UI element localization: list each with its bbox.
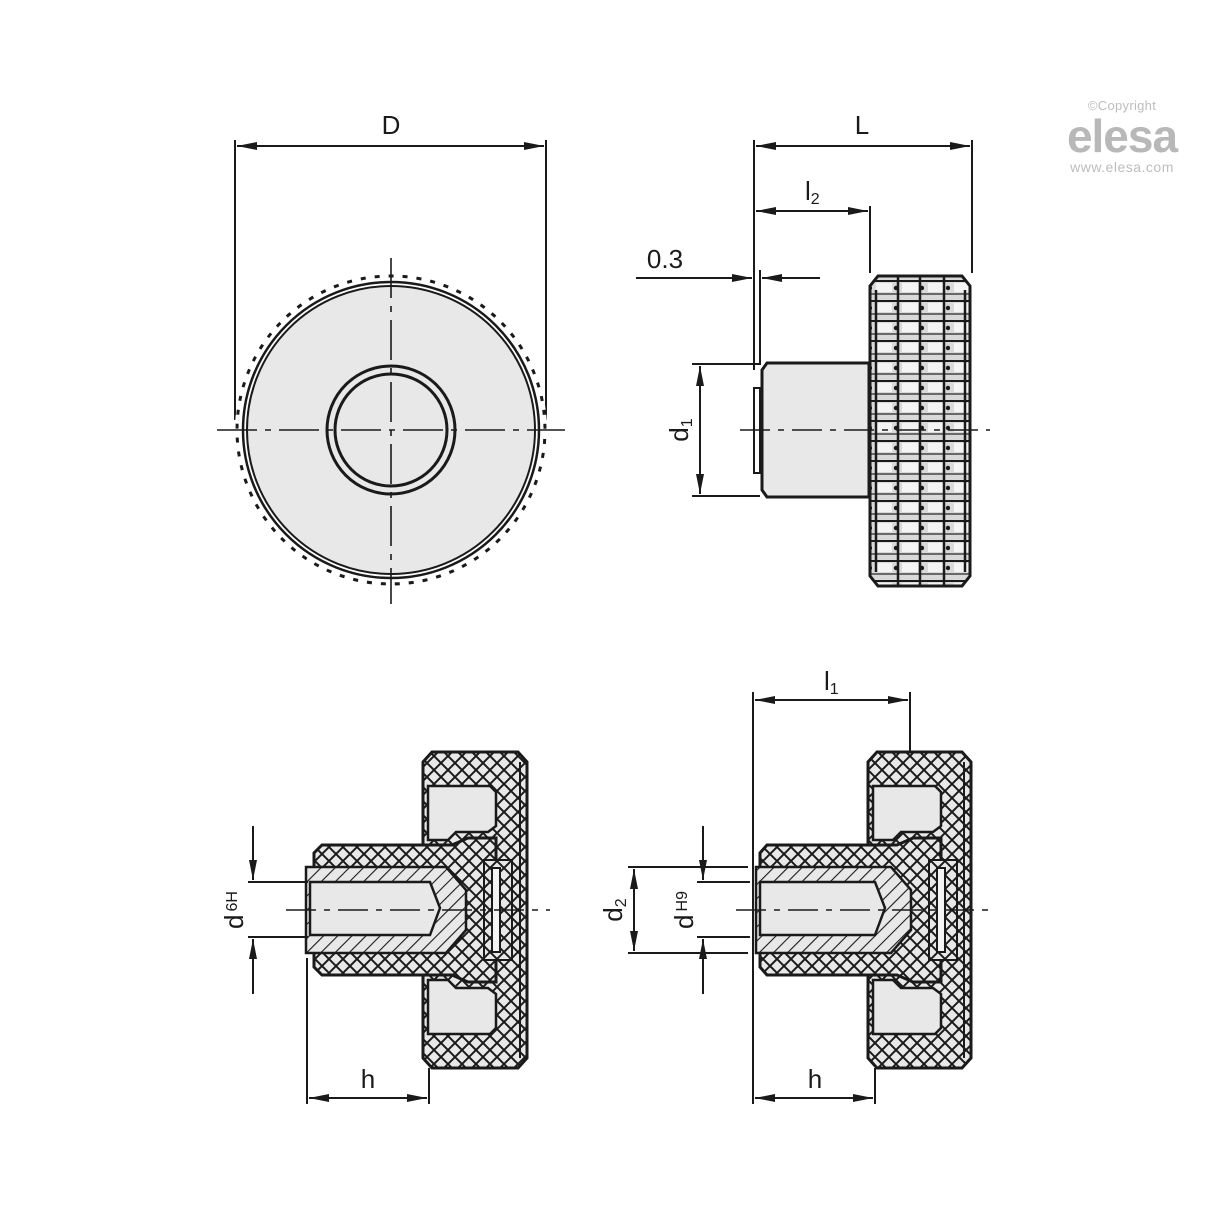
dimension-label-h-threaded: h xyxy=(361,1064,375,1094)
dimension-d1 xyxy=(692,363,760,497)
brand-url: www.elesa.com xyxy=(1070,159,1174,175)
dimension-label-d1: d1 xyxy=(664,418,696,441)
knurl-grooves xyxy=(874,276,967,586)
dimension-d-6H xyxy=(248,826,308,994)
dimension-D xyxy=(234,140,547,420)
dimension-h-plain xyxy=(755,1068,876,1104)
side-view: L l2 0.3 d1 xyxy=(636,110,990,588)
dimension-label-l1: l1 xyxy=(824,666,839,698)
section-threaded-bore xyxy=(308,880,442,937)
section-cavity-top xyxy=(871,784,943,842)
dimension-d-H9 xyxy=(697,826,750,994)
dimension-label-d-H9: dH9 xyxy=(669,891,699,929)
section-view-threaded: d6H h xyxy=(219,750,550,1104)
brand-logo: elesa xyxy=(1066,110,1178,162)
front-view: D xyxy=(217,110,565,604)
dimension-label-D: D xyxy=(382,110,401,140)
dimension-label-h-plain: h xyxy=(808,1064,822,1094)
dimension-label-l2: l2 xyxy=(805,176,820,208)
front-centerlines xyxy=(217,258,565,604)
section-plain-bore xyxy=(758,880,887,937)
dimension-label-gap: 0.3 xyxy=(647,244,683,274)
section-cap-slot xyxy=(936,867,946,953)
section-cavity-bottom xyxy=(871,978,943,1036)
elesa-watermark: ©Copyright elesa www.elesa.com xyxy=(1042,98,1202,175)
dimension-l2 xyxy=(756,206,871,273)
section-cavity-top xyxy=(426,784,498,842)
section-view-plain-bore: l1 d2 dH9 xyxy=(598,666,996,1104)
copyright-text: ©Copyright xyxy=(1087,98,1157,113)
dimension-L xyxy=(753,140,973,370)
section-cavity-bottom xyxy=(426,978,498,1036)
dimension-gap-0-3 xyxy=(636,270,820,365)
dimension-label-d-6H: d6H xyxy=(219,891,249,929)
dimension-label-d2: d2 xyxy=(598,898,630,921)
dimension-label-L: L xyxy=(855,110,869,140)
dimension-d2 xyxy=(628,866,748,954)
dimension-h-threaded xyxy=(306,958,430,1104)
